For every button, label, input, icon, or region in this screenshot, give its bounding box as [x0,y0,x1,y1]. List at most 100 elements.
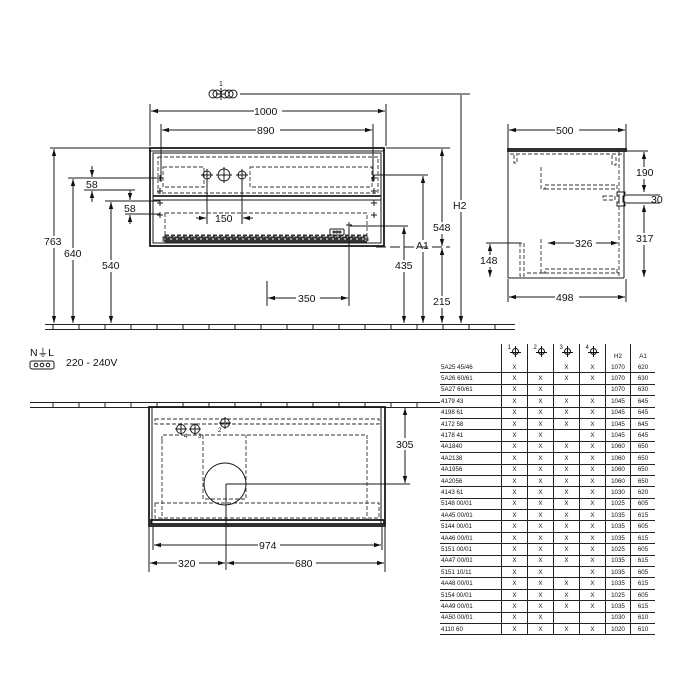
cell-model: 5151 00/01 [441,545,472,553]
cell-hole-2: X [527,475,554,487]
cell-hole-1: X [501,509,528,521]
cell-hole-4: X [579,509,606,521]
svg-text:680: 680 [295,558,313,570]
cell-hole-2: X [527,429,554,442]
svg-text:58: 58 [86,179,98,191]
n-earth-l-symbol: N⏚L [30,347,54,359]
cell-model: 4A1956 [441,466,463,474]
svg-text:148: 148 [480,255,498,267]
cell-model: 5A25 45/46 [441,363,473,371]
header-hole-1: 1 [501,344,528,362]
tap-hole-2-icon: 2 [534,345,548,358]
cell-h2: 1035 [605,532,631,544]
cell-h2: 1070 [605,372,631,385]
cell-a1: 645 [630,395,655,408]
cell-hole-4: X [579,441,606,453]
svg-text:4: 4 [184,434,188,440]
cell-model: 4A50 00/01 [441,614,473,622]
cabinet-front [149,147,385,247]
cell-hole-1: X [501,441,528,453]
electrical-spec: N⏚L 220 - 240V [29,347,117,370]
cell-hole-3: X [553,395,580,408]
cell-h2: 1045 [605,395,631,408]
cell-model: 4A46 00/01 [441,534,473,542]
cell-hole-3: X [553,475,580,487]
cell-hole-1: X [501,452,528,465]
cell-a1: 645 [630,429,655,442]
cell-hole-2: X [527,441,554,453]
cell-hole-4: X [579,532,606,544]
cell-hole-4: X [579,600,606,613]
cell-a1: 605 [630,589,655,601]
cell-model: 4A1840 [441,443,463,451]
cell-a1: 650 [630,452,655,465]
cell-hole-2: X [527,452,554,465]
tap-hole-icons [201,167,248,183]
cell-h2: 1025 [605,498,631,510]
cell-hole-1: X [501,566,528,578]
cell-a1: 650 [630,464,655,476]
cell-a1: 615 [630,555,655,567]
cell-a1: 615 [630,532,655,544]
cell-hole-1: X [501,520,528,533]
voltage-label: 220 - 240V [66,357,117,369]
cell-hole-2: X [527,543,554,556]
cell-h2: 1025 [605,589,631,601]
cell-a1: 615 [630,577,655,590]
cell-hole-4: X [579,566,606,578]
cell-hole-2: X [527,509,554,521]
cell-h2: 1035 [605,600,631,613]
cell-a1: 615 [630,509,655,521]
cell-hole-3: X [553,418,580,430]
cell-h2: 1035 [605,509,631,521]
tap-symbol-icon: 1 [208,81,238,100]
cell-hole-4: X [579,418,606,430]
cell-hole-2: X [527,418,554,430]
cell-hole-3: X [553,600,580,613]
cell-hole-4: X [579,464,606,476]
cell-hole-3 [553,612,580,624]
svg-text:498: 498 [556,292,574,304]
cell-a1: 615 [630,600,655,613]
cell-model: 4A2056 [441,477,463,485]
cell-hole-4: X [579,486,606,499]
cell-hole-1: X [501,407,528,419]
svg-text:2: 2 [218,428,222,434]
cell-hole-1: X [501,486,528,499]
cell-hole-4: X [579,623,606,635]
cell-model: 4A45 00/01 [441,511,473,519]
svg-text:H2: H2 [453,200,467,212]
cell-model: 4198 61 [441,409,464,417]
header-model [440,344,502,362]
svg-text:974: 974 [259,540,277,552]
cell-hole-2: X [527,589,554,601]
header-hole-4: 4 [579,344,606,362]
cell-h2: 1035 [605,555,631,567]
cell-hole-3: X [553,623,580,635]
svg-text:1: 1 [219,81,223,88]
cell-hole-3: X [553,372,580,385]
cell-model: 5A26 60/61 [441,375,473,383]
svg-text:890: 890 [257,125,275,137]
cell-a1: 605 [630,520,655,533]
cell-a1: 605 [630,543,655,556]
cell-a1: 630 [630,384,655,396]
cell-hole-1: X [501,543,528,556]
cell-hole-4 [579,384,606,396]
socket-icon [329,228,345,236]
cell-hole-3: X [553,555,580,567]
cell-model: 4179 43 [441,397,464,405]
cell-hole-3: X [553,532,580,544]
cell-model: 4A47 00/01 [441,557,473,565]
cell-hole-4: X [579,498,606,510]
